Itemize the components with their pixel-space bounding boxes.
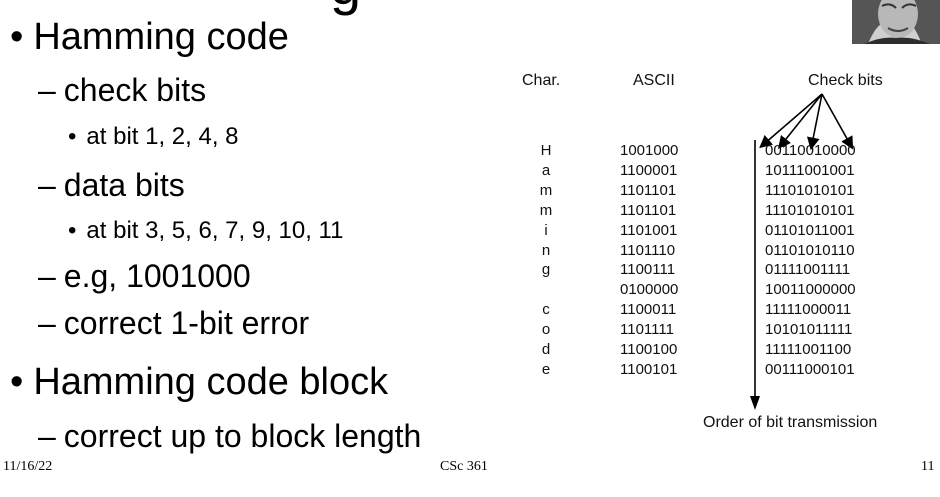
portrait-photo [852, 0, 940, 44]
char-cell: g [541, 261, 551, 279]
check-bits-cell: 00111000101 [765, 360, 855, 378]
ascii-cell: 1101001 [620, 221, 678, 239]
char-cell: i [544, 221, 548, 239]
check-bits-cell: 11101010101 [765, 201, 855, 219]
sub-sub-bullet-check-positions: • at bit 1, 2, 4, 8 [68, 123, 239, 151]
ascii-cell: 1101101 [620, 181, 677, 199]
bullet-text: check bits [63, 72, 207, 108]
check-bits-cell: 00110010000 [765, 142, 856, 159]
char-cell [539, 280, 553, 300]
sub-bullet-correct-1-bit: –correct 1-bit error [38, 305, 309, 341]
footer-page-number: 11 [921, 459, 935, 474]
check-bits-column: 00110010000 10111001001 11101010101 1110… [765, 141, 856, 380]
char-cell: e [541, 360, 551, 378]
char-cell: H [540, 142, 552, 159]
check-bits-cell: 01101011001 [765, 221, 855, 239]
check-bits-cell: 01101010110 [765, 241, 855, 259]
ascii-cell: 1101110 [620, 241, 676, 259]
ascii-cell: 1100011 [620, 301, 677, 319]
check-bits-cell: 11111001100 [765, 341, 852, 359]
bullet-dash: – [38, 258, 56, 294]
ascii-cell: 0100000 [620, 281, 679, 299]
char-cell: o [541, 321, 551, 339]
sub-bullet-example: –e.g, 1001000 [38, 258, 251, 294]
bullet-text: Hamming code [33, 16, 289, 58]
footer-course: CSc 361 [440, 459, 488, 474]
check-bits-cell: 11101010101 [765, 181, 855, 199]
bullet-text: at bit 3, 5, 6, 7, 9, 10, 11 [86, 217, 344, 244]
transmission-order-arrow [750, 140, 760, 410]
transmission-order-label: Order of bit transmission [703, 414, 878, 431]
ascii-cell: 1100100 [620, 341, 678, 359]
ascii-cell: 1100001 [620, 161, 678, 179]
header-ascii: ASCII [633, 72, 675, 89]
check-bits-cell: 11111000011 [765, 301, 852, 319]
char-column: H a m m i n g c o d e [539, 141, 553, 380]
bullet-dot: • [68, 217, 77, 244]
bullet-text: correct up to block length [63, 418, 422, 454]
bullet-text: e.g, 1001000 [63, 258, 251, 294]
bullet-dash: – [38, 72, 56, 108]
bullet-hamming-code-block: •Hamming code block [10, 362, 388, 402]
char-cell: a [541, 161, 551, 179]
bullet-dot: • [10, 16, 24, 58]
sub-bullet-check-bits: –check bits [38, 72, 206, 108]
bullet-text: Hamming code block [33, 361, 389, 403]
char-cell: m [539, 201, 553, 219]
ascii-cell: 1101111 [620, 321, 674, 339]
bullet-dash: – [38, 418, 56, 454]
slide-title-fragment: g [330, 0, 361, 17]
check-bits-cell: 10111001001 [765, 161, 855, 179]
bullet-dot: • [68, 123, 77, 150]
bullet-text: correct 1-bit error [63, 305, 310, 341]
char-cell: c [542, 301, 550, 319]
check-bits-cell: 10101011111 [765, 321, 853, 339]
check-bit-arrows [759, 93, 854, 151]
ascii-cell: 1101101 [620, 201, 677, 219]
char-cell: n [541, 241, 551, 259]
bullet-text: data bits [63, 167, 185, 203]
sub-bullet-block-length: –correct up to block length [38, 418, 421, 454]
ascii-cell: 1100101 [620, 360, 678, 378]
ascii-cell: 1001000 [620, 142, 679, 159]
char-cell: m [539, 181, 553, 199]
bullet-dash: – [38, 305, 56, 341]
footer-date: 11/16/22 [3, 459, 53, 474]
header-check-bits: Check bits [808, 72, 883, 89]
char-cell: d [541, 341, 551, 359]
header-char: Char. [522, 72, 561, 89]
check-bits-cell: 01111001111 [765, 261, 851, 279]
ascii-cell: 1100111 [620, 261, 676, 279]
check-bits-cell: 10011000000 [765, 281, 856, 299]
sub-sub-bullet-data-positions: • at bit 3, 5, 6, 7, 9, 10, 11 [68, 217, 343, 245]
sub-bullet-data-bits: –data bits [38, 167, 185, 203]
bullet-hamming-code: •Hamming code [10, 17, 289, 57]
bullet-dash: – [38, 167, 56, 203]
bullet-text: at bit 1, 2, 4, 8 [86, 123, 239, 150]
ascii-column: 1001000 1100001 1101101 1101101 1101001 … [620, 141, 678, 380]
bullet-dot: • [10, 361, 24, 403]
